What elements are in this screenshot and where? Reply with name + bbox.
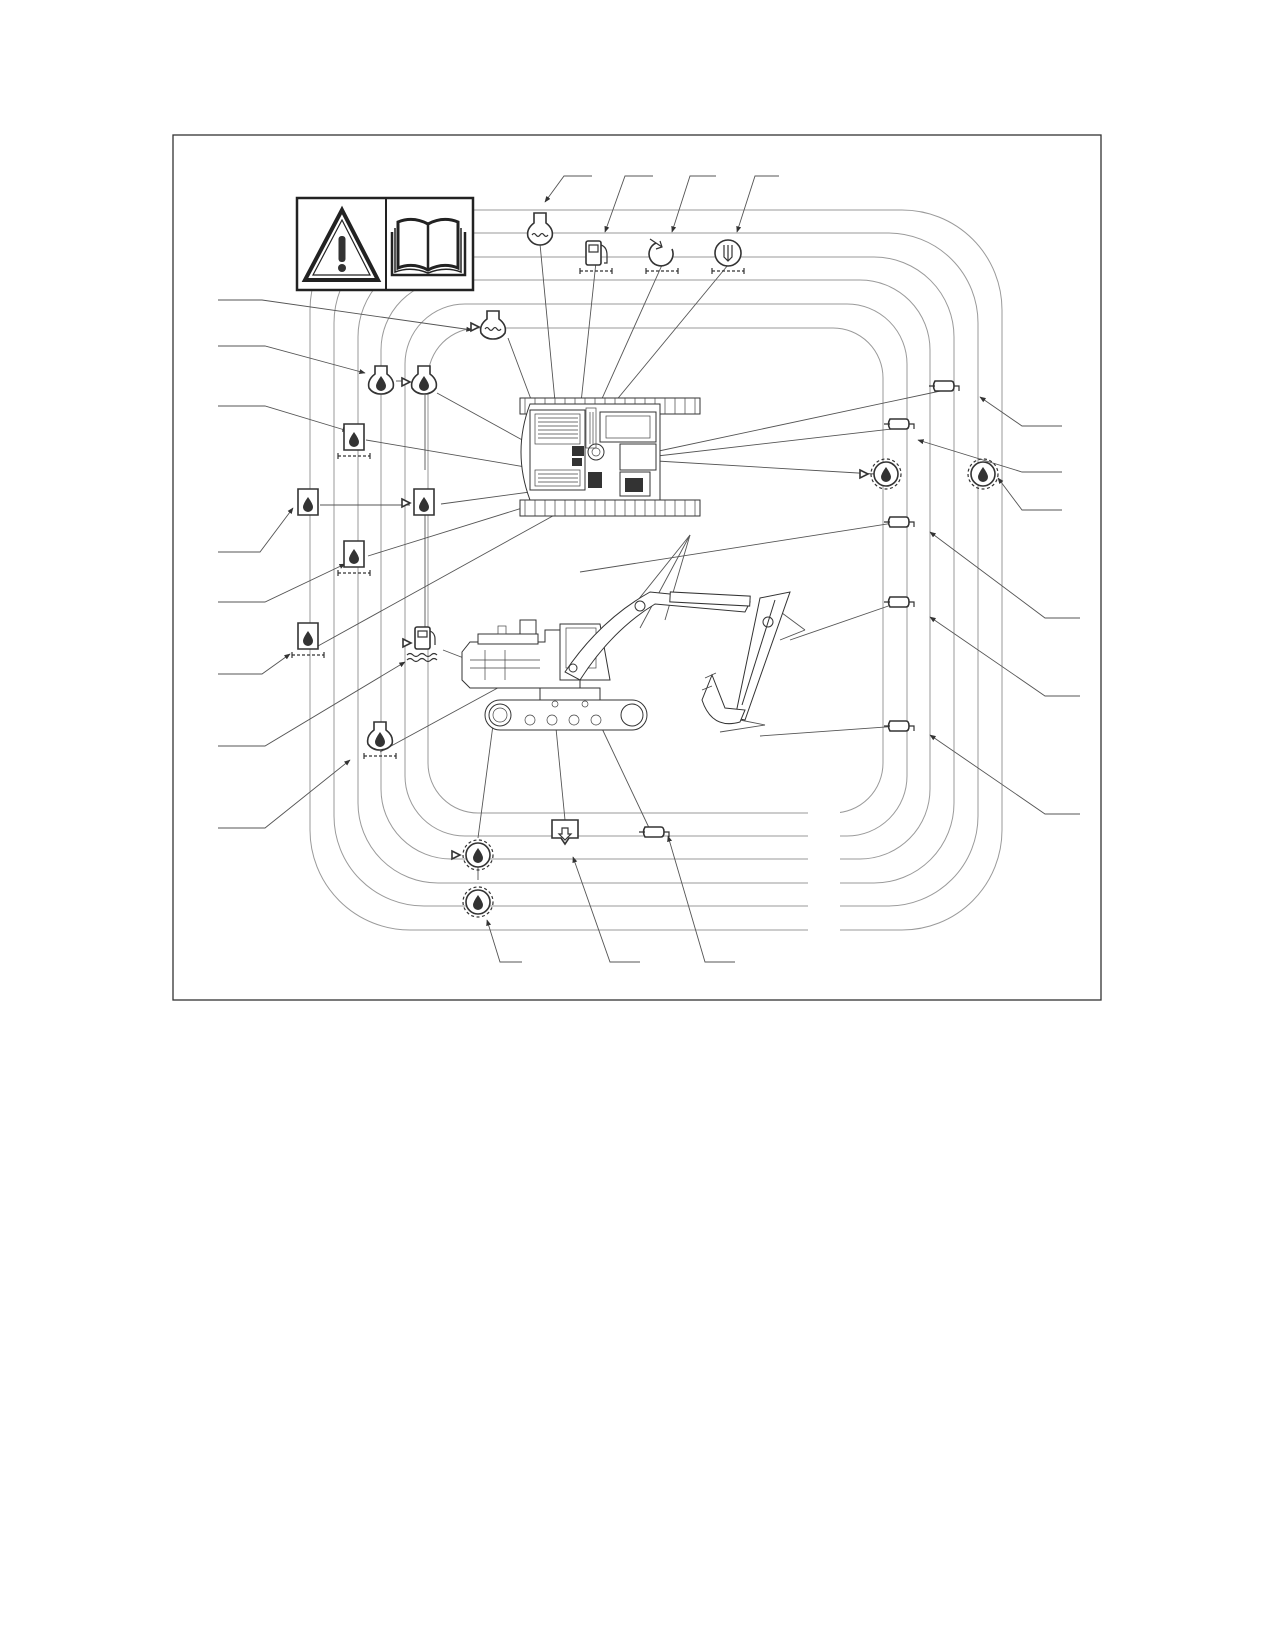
hydraulic-tank-icon — [297, 488, 319, 516]
coolant-drain-icon — [470, 310, 507, 340]
grease-fitting-icon-6 — [639, 826, 670, 838]
warning-manual-panel — [295, 196, 475, 292]
grease-fitting-icon-3 — [884, 516, 915, 528]
water-separator-icon — [402, 626, 438, 663]
final-drive-oil-icon — [451, 839, 494, 871]
fuel-icon — [579, 240, 613, 274]
diagram-frame — [172, 134, 1102, 1001]
operator-manual-icon — [390, 217, 467, 277]
grease-fitting-icon-4 — [884, 596, 915, 608]
final-drive-oil-level-icon — [462, 886, 494, 918]
excavator-top-view — [519, 397, 701, 517]
fill-point-icon — [551, 819, 579, 846]
return-filter-icon — [291, 622, 325, 658]
engine-coolant-icon — [526, 212, 554, 246]
leader-lines — [218, 175, 1080, 963]
swing-gear-oil-level-icon — [967, 458, 999, 490]
grease-fitting-icon-2 — [884, 418, 915, 430]
engine-oil-filter-icon — [363, 721, 397, 759]
hydraulic-tank-level-icon — [401, 488, 435, 516]
engine-oil-drain-icon — [401, 365, 438, 395]
engine-oil-icon — [367, 365, 395, 395]
air-filter-icon — [645, 238, 679, 274]
warning-icon — [301, 205, 382, 282]
grease-fitting-icon — [929, 380, 960, 392]
pilot-filter-icon — [337, 540, 371, 576]
fuel-filter-icon — [711, 239, 745, 274]
swing-gear-oil-icon — [859, 458, 902, 490]
excavator-side-view — [461, 591, 791, 731]
grease-fitting-icon-5 — [884, 720, 915, 732]
hydraulic-oil-filter-icon — [337, 423, 371, 459]
